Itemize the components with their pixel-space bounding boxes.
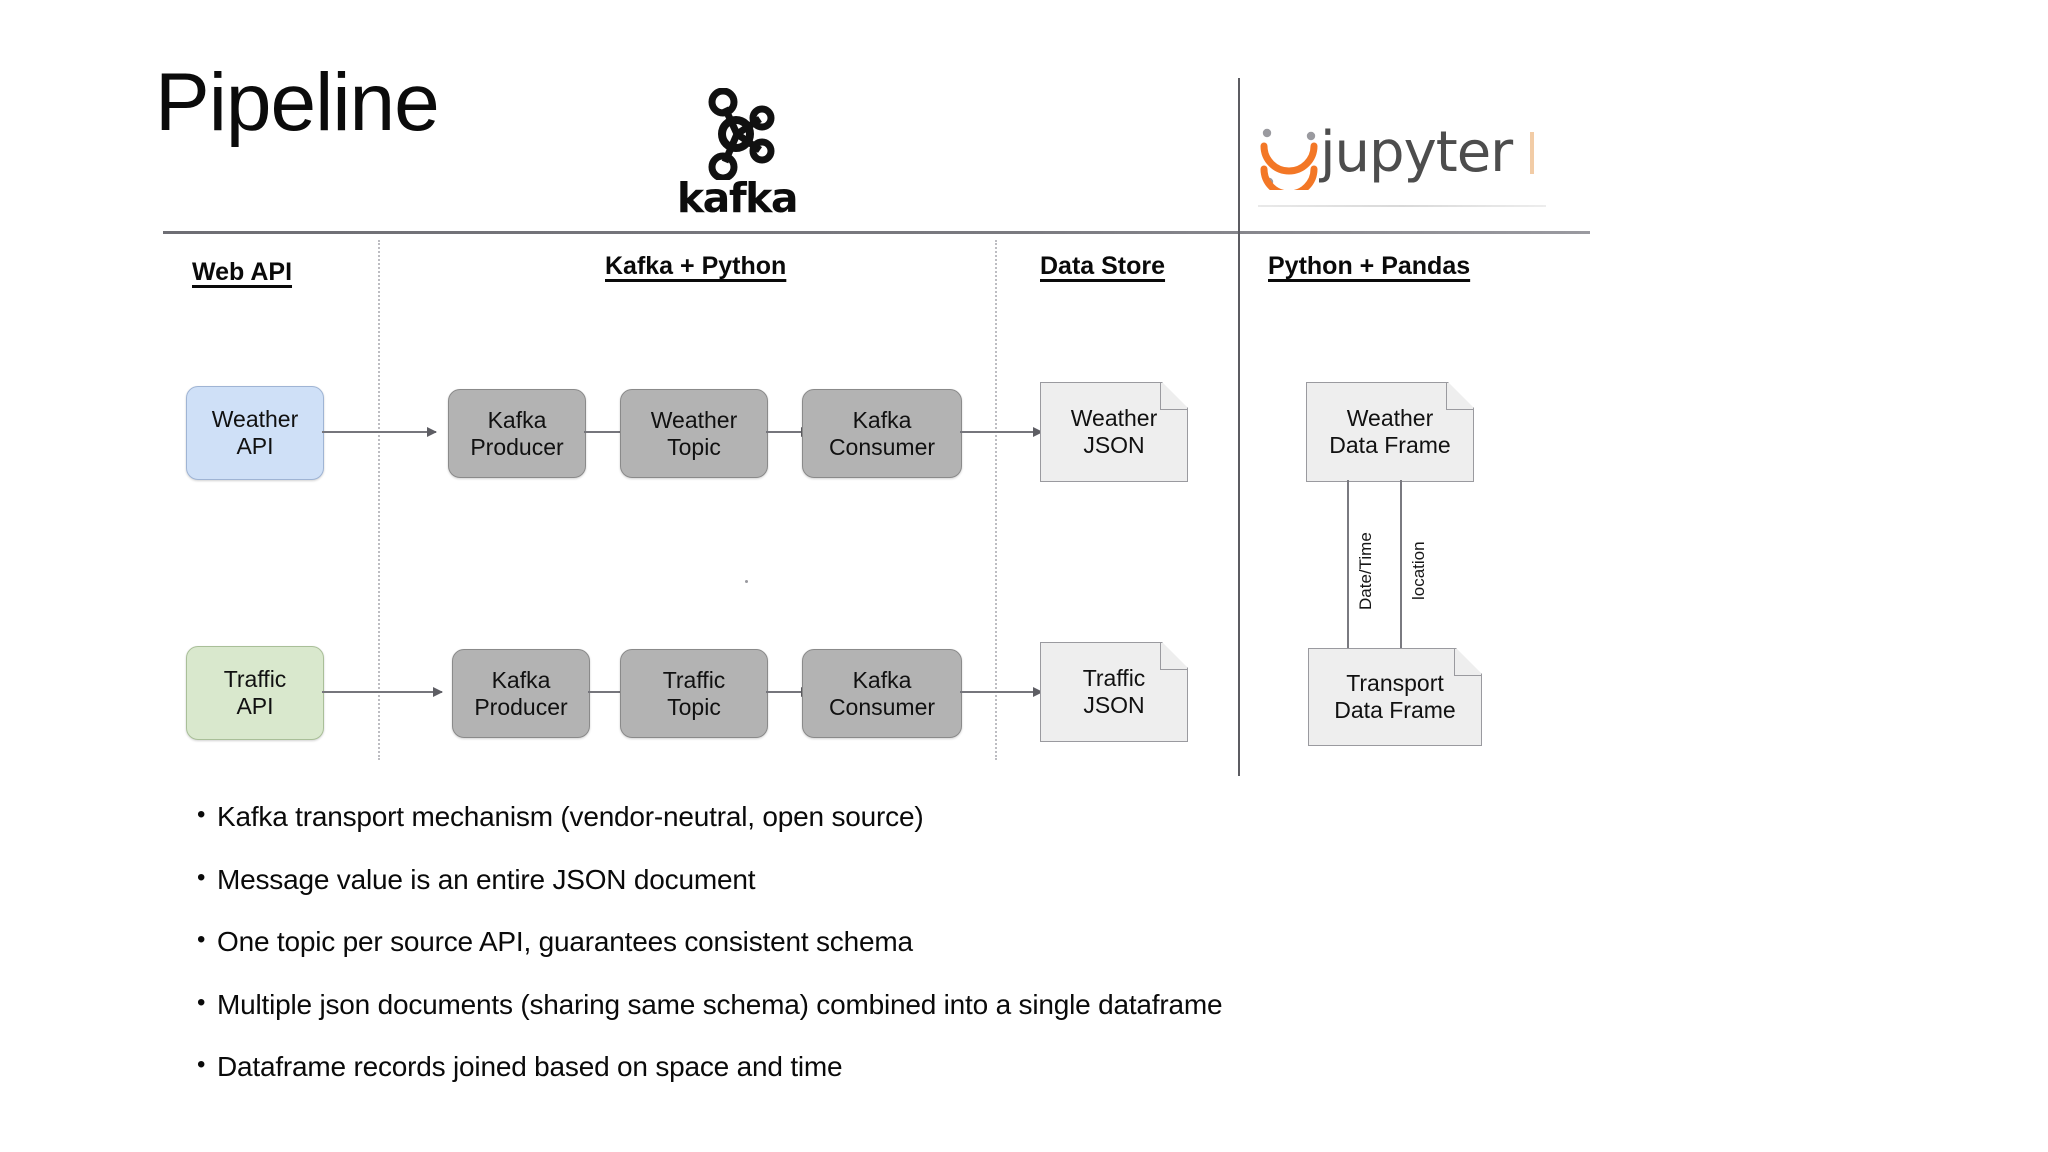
join-line-location [1400,480,1402,650]
column-header-data-store: Data Store [1040,252,1166,280]
node-weather-kafka-consumer[interactable]: Kafka Consumer [802,389,962,478]
node-traffic-json-line1: Traffic [1082,665,1146,692]
node-traffic-producer-line2: Producer [474,693,568,720]
document-fold-corner [1160,383,1187,410]
list-item: • Dataframe records joined based on spac… [197,1050,1697,1084]
node-weather-data-frame[interactable]: Weather Data Frame [1306,382,1474,482]
join-line-datetime [1347,480,1349,650]
node-weather-json-line1: Weather [1070,405,1158,432]
join-key-label-location: location [1409,541,1428,600]
kafka-node-graph-icon [708,88,775,180]
node-weather-api-line1: Weather [211,406,299,433]
bullet-text: Message value is an entire JSON document [217,863,756,895]
document-fold-corner [1160,643,1187,670]
bullet-marker: • [197,988,206,1016]
node-transport-frame-line1: Transport [1346,670,1444,697]
jupyter-cursor-bar [1530,132,1534,174]
column-header-python-pandas: Python + Pandas [1268,252,1471,280]
node-traffic-api-line2: API [236,693,274,719]
node-weather-api[interactable]: Weather API [186,386,324,480]
kafka-logo: kafka [652,88,822,222]
bullet-marker: • [197,1051,206,1079]
node-weather-consumer-line2: Consumer [828,433,936,460]
node-weather-frame-line2: Data Frame [1329,432,1451,458]
arrow-weather-api-to-producer [322,427,437,437]
list-item: • One topic per source API, guarantees c… [197,925,1697,959]
bullet-text: Multiple json documents (sharing same sc… [217,988,1223,1020]
bullet-text: Kafka transport mechanism (vendor-neutra… [217,801,924,832]
bullet-marker: • [197,801,206,828]
document-fold-corner [1454,649,1481,676]
node-traffic-api[interactable]: Traffic API [186,646,324,740]
stray-dot [745,580,748,583]
jupyter-underline [1258,205,1546,207]
bullet-list: • Kafka transport mechanism (vendor-neut… [197,800,1697,1113]
kafka-wordmark: kafka [676,174,799,222]
bullet-marker: • [197,863,206,891]
node-weather-consumer-line1: Kafka [852,406,912,433]
list-item: • Message value is an entire JSON docume… [197,863,1697,897]
page-title: Pipeline [155,57,440,148]
node-traffic-kafka-consumer[interactable]: Kafka Consumer [802,649,962,738]
node-traffic-kafka-producer[interactable]: Kafka Producer [452,649,590,738]
jupyter-mark-icon [1260,128,1318,190]
node-weather-topic-line2: Topic [667,433,721,460]
node-weather-topic-line1: Weather [650,406,738,433]
jupyter-wordmark: jupyter [1320,120,1513,185]
arrow-traffic-consumer-to-json [960,687,1043,697]
node-transport-data-frame[interactable]: Transport Data Frame [1308,648,1482,746]
node-traffic-consumer-line1: Kafka [852,666,912,693]
bullet-marker: • [197,926,206,954]
node-weather-api-line2: API [236,433,274,459]
node-traffic-topic-line1: Traffic [662,666,726,693]
jupyter-logo: jupyter [1258,120,1548,194]
node-traffic-topic-line2: Topic [667,693,721,720]
arrow-weather-consumer-to-json [960,427,1043,437]
node-traffic-consumer-line2: Consumer [828,693,936,720]
header-divider-line [163,231,1590,234]
node-traffic-api-line1: Traffic [223,666,287,693]
node-traffic-producer-line1: Kafka [491,666,551,693]
kafka-datastore-divider [995,240,997,760]
node-weather-kafka-producer[interactable]: Kafka Producer [448,389,586,478]
bullet-text: One topic per source API, guarantees con… [217,926,913,958]
column-header-kafka-python: Kafka + Python [605,252,787,280]
node-weather-producer-line1: Kafka [487,406,547,433]
pandas-column-divider [1238,78,1240,776]
list-item: • Multiple json documents (sharing same … [197,988,1697,1022]
node-weather-frame-line1: Weather [1346,405,1434,432]
node-traffic-topic[interactable]: Traffic Topic [620,649,768,738]
list-item: • Kafka transport mechanism (vendor-neut… [197,800,1697,834]
node-traffic-json-line2: JSON [1083,692,1145,718]
node-weather-producer-line2: Producer [470,433,564,460]
document-fold-corner [1446,383,1473,410]
webapi-kafka-divider [378,240,380,760]
node-weather-topic[interactable]: Weather Topic [620,389,768,478]
column-header-web-api: Web API [192,258,293,286]
node-weather-json-line2: JSON [1083,432,1145,458]
bullet-text: Dataframe records joined based on space … [217,1051,843,1083]
node-weather-json-document[interactable]: Weather JSON [1040,382,1188,482]
join-key-label-datetime: Date/Time [1356,532,1375,610]
arrow-traffic-api-to-producer [322,687,443,697]
node-transport-frame-line2: Data Frame [1334,697,1456,723]
node-traffic-json-document[interactable]: Traffic JSON [1040,642,1188,742]
